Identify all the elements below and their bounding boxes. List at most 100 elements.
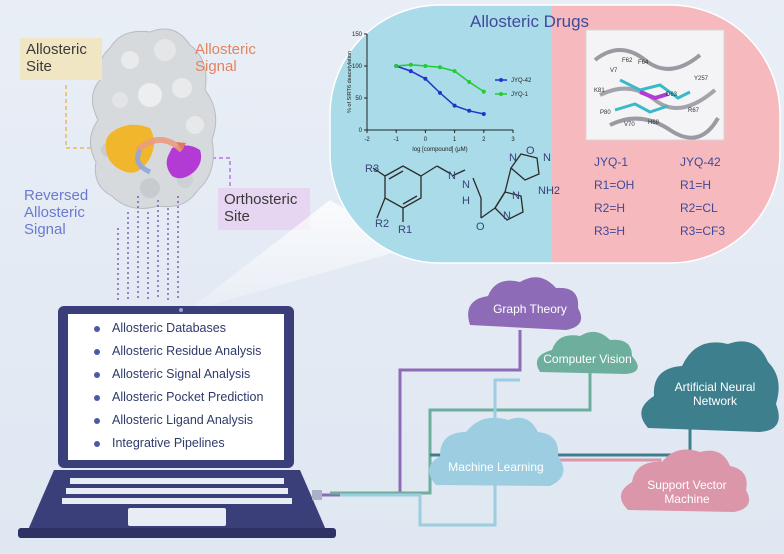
compound-r1: R1=H	[680, 178, 712, 192]
legend-label: JYQ-1	[511, 92, 529, 98]
x-tick-label: 0	[424, 137, 428, 143]
residue-label: P80	[600, 110, 611, 116]
chem-label-n: N	[512, 190, 520, 202]
data-point	[394, 64, 399, 68]
menu-item-ligand-analysis[interactable]: Allosteric Ligand Analysis	[94, 413, 253, 427]
chem-label-n: N	[509, 152, 517, 164]
data-point	[452, 103, 457, 108]
data-point	[408, 62, 413, 67]
cloud-svm	[620, 449, 750, 512]
legend-label: JYQ-42	[511, 78, 532, 84]
chem-label-n: N	[503, 210, 511, 222]
legend-marker	[499, 78, 503, 82]
compound-r2: R2=CL	[680, 201, 718, 215]
allosteric-site-label: Allosteric Site	[20, 38, 102, 80]
data-point	[467, 80, 472, 84]
cloud-machine-learning	[428, 417, 564, 486]
y-tick-label: 0	[359, 128, 363, 134]
data-point	[467, 108, 472, 113]
menu-item-residue-analysis[interactable]: Allosteric Residue Analysis	[94, 344, 261, 358]
cloud-graph-theory	[468, 277, 582, 330]
data-point	[438, 65, 442, 70]
compound-name: JYQ-1	[594, 155, 629, 169]
data-point	[438, 90, 442, 95]
data-point	[423, 76, 428, 81]
allosteric-signal-label: Allosteric Signal	[195, 41, 256, 75]
menu-item-label: Allosteric Residue Analysis	[112, 344, 262, 358]
cloud-machine-learning-label: Machine Learning	[448, 460, 544, 474]
residue-label: D63	[666, 92, 678, 98]
residue-label: K81	[594, 88, 605, 94]
x-tick-label: 3	[511, 137, 515, 143]
cloud-graph-theory-label: Graph Theory	[493, 302, 567, 316]
data-point	[408, 69, 413, 74]
chem-label-n: N	[462, 179, 470, 191]
bullet-icon	[94, 325, 100, 332]
chem-label-r1: R1	[398, 224, 413, 236]
cloud-computer-vision	[536, 331, 638, 374]
bullet-icon	[94, 417, 100, 424]
compound-r1: R1=OH	[594, 178, 635, 192]
compound-column-jyq1: JYQ-1 R1=OH R2=H R3=H	[594, 156, 634, 237]
laptop-illustration	[18, 306, 336, 538]
cloud-ann	[641, 341, 779, 432]
x-tick-label: 1	[453, 137, 457, 143]
chem-label-h: H	[462, 195, 470, 207]
menu-item-label: Allosteric Pocket Prediction	[112, 390, 264, 404]
bullet-icon	[94, 440, 100, 447]
chem-label-nh2: NH2	[538, 185, 561, 197]
menu-item-label: Allosteric Signal Analysis	[112, 367, 251, 381]
chem-label-n: N	[543, 152, 551, 164]
data-point	[481, 112, 486, 116]
y-tick-label: 100	[352, 64, 363, 70]
residue-labels: V7 V70 F62 F64 K81 P80 H68 D63 R67 Y257	[586, 30, 724, 140]
chem-label-r3: R3	[365, 163, 380, 175]
compound-r2: R2=H	[594, 201, 626, 215]
x-tick-label: 2	[482, 137, 486, 143]
cloud-ann-label: Artificial Neural Network	[674, 380, 756, 408]
residue-label: F64	[638, 60, 649, 66]
laptop-screen-menu: Allosteric Databases Allosteric Residue …	[68, 314, 284, 460]
legend-marker	[499, 92, 503, 96]
data-point	[423, 64, 428, 68]
protein-illustration	[65, 28, 231, 300]
compound-r3: R3=H	[594, 224, 626, 238]
chem-label-o: O	[476, 221, 485, 233]
y-axis-label: % of SIRT6 deacetylation	[347, 51, 353, 113]
cloud-computer-vision-label: Computer Vision	[543, 352, 632, 366]
bullet-icon	[94, 371, 100, 378]
menu-item-label: Allosteric Ligand Analysis	[112, 413, 254, 427]
bullet-icon	[94, 394, 100, 401]
x-axis-label: log [compound] (μM)	[412, 147, 467, 153]
reversed-signal-label: Reversed Allosteric Signal	[24, 187, 89, 238]
data-point	[452, 69, 457, 74]
protein-surface	[90, 28, 217, 209]
compound-column-jyq42: JYQ-42 R1=H R2=CL R3=CF3	[680, 156, 725, 237]
chem-label-r2: R2	[375, 218, 390, 230]
drugs-panel-shape	[186, 4, 781, 312]
residue-label: R67	[688, 108, 700, 114]
data-point	[481, 89, 486, 94]
bullet-icon	[94, 348, 100, 355]
residue-label: H68	[648, 120, 660, 126]
chem-label-n: N	[448, 170, 456, 182]
menu-item-pocket-prediction[interactable]: Allosteric Pocket Prediction	[94, 390, 263, 404]
chem-label-o: O	[526, 145, 535, 157]
cloud-svm-label: Support Vector Machine	[647, 478, 727, 506]
menu-item-signal-analysis[interactable]: Allosteric Signal Analysis	[94, 367, 250, 381]
signal-dotted-lines	[117, 196, 179, 300]
orthosteric-site-label: Orthosteric Site	[218, 188, 310, 230]
menu-item-databases[interactable]: Allosteric Databases	[94, 321, 226, 335]
residue-label: V7	[610, 68, 618, 74]
protein-ligand-complex	[585, 29, 725, 141]
compound-r3: R3=CF3	[680, 224, 726, 238]
menu-item-integrative-pipelines[interactable]: Integrative Pipelines	[94, 436, 225, 450]
x-tick-label: -2	[364, 137, 370, 143]
y-tick-label: 150	[352, 32, 363, 38]
residue-label: Y257	[694, 76, 709, 82]
chemical-structure	[372, 153, 540, 222]
y-tick-label: 50	[355, 96, 362, 102]
